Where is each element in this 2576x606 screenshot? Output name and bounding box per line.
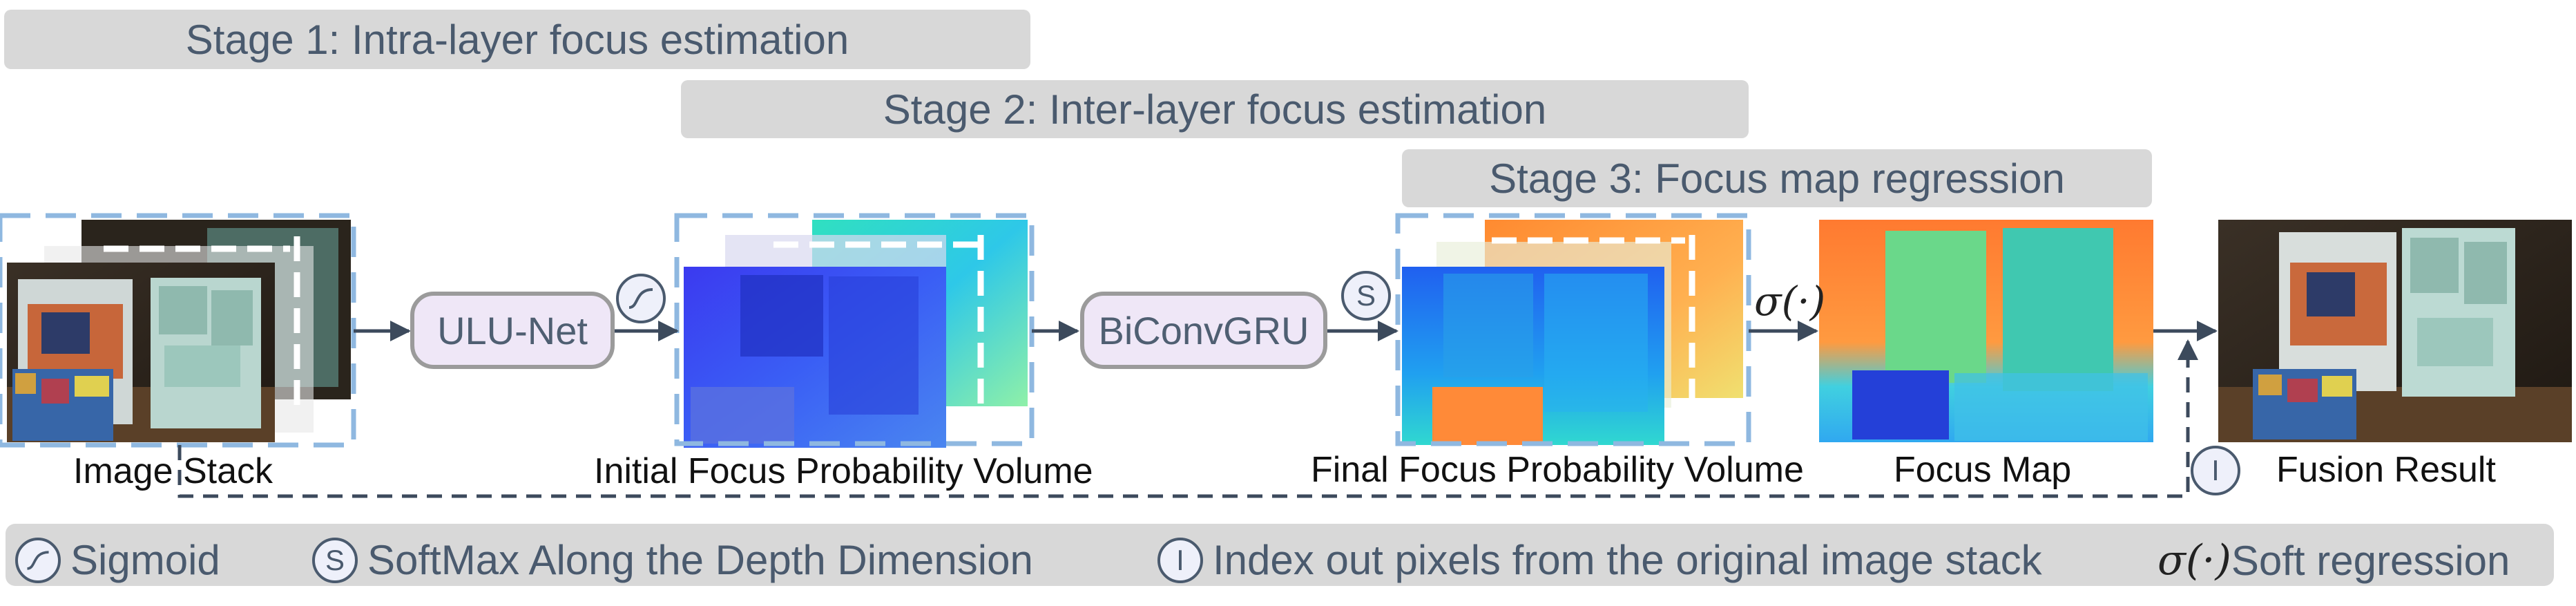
focus-map xyxy=(1819,220,2153,442)
stage2-label: Stage 2: Inter-layer focus estimation xyxy=(883,86,1547,133)
focus-map-label: Focus Map xyxy=(1894,450,2072,490)
fusion-result xyxy=(2218,220,2572,442)
index-symbol: I xyxy=(2211,454,2220,486)
softmax-icon: S xyxy=(312,537,358,583)
sigmoid-icon xyxy=(616,274,666,323)
legend-softmax: S SoftMax Along the Depth Dimension xyxy=(312,536,1033,584)
legend-softmax-symbol: S xyxy=(325,543,345,576)
biconvgru-label: BiConvGRU xyxy=(1098,308,1309,352)
final-volume xyxy=(1395,213,1751,446)
legend-index-label: Index out pixels from the original image… xyxy=(1213,537,2042,583)
ulunet-module: ULU-Net xyxy=(410,292,615,369)
stage1-bar: Stage 1: Intra-layer focus estimation xyxy=(4,10,1030,69)
legend-index-symbol: I xyxy=(1176,543,1184,576)
legend-sigmoid-label: Sigmoid xyxy=(70,537,220,583)
legend-sigma-symbol: σ(·) xyxy=(2157,536,2231,585)
stage3-label: Stage 3: Focus map regression xyxy=(1489,155,2065,202)
softmax-icon: S xyxy=(1341,271,1391,321)
soft-regression-symbol: σ(·) xyxy=(1754,278,1826,325)
index-icon: I xyxy=(1157,537,1203,583)
image-stack xyxy=(0,213,356,448)
fusion-result-label: Fusion Result xyxy=(2276,450,2496,490)
index-icon: I xyxy=(2191,446,2240,495)
stage2-bar: Stage 2: Inter-layer focus estimation xyxy=(681,80,1749,138)
legend-soft-regression: σ(·) Soft regression xyxy=(2157,536,2510,585)
arrow-stack-to-fusion-dashed xyxy=(177,339,2198,498)
legend-soft-regression-label: Soft regression xyxy=(2231,537,2510,584)
image-stack-label: Image Stack xyxy=(73,451,273,491)
legend-bar: Sigmoid S SoftMax Along the Depth Dimens… xyxy=(6,524,2554,586)
flow-arrows xyxy=(177,321,2218,498)
final-volume-label: Final Focus Probability Volume xyxy=(1311,450,1804,490)
sigmoid-icon xyxy=(15,537,61,583)
initial-volume xyxy=(674,213,1035,448)
softmax-symbol: S xyxy=(1356,279,1376,312)
legend-sigmoid: Sigmoid xyxy=(15,536,220,584)
stage3-bar: Stage 3: Focus map regression xyxy=(1402,149,2152,207)
stage1-label: Stage 1: Intra-layer focus estimation xyxy=(185,16,849,63)
ulunet-label: ULU-Net xyxy=(437,308,588,352)
legend-index: I Index out pixels from the original ima… xyxy=(1157,536,2042,584)
initial-volume-label: Initial Focus Probability Volume xyxy=(594,451,1093,491)
legend-softmax-label: SoftMax Along the Depth Dimension xyxy=(367,537,1033,583)
biconvgru-module: BiConvGRU xyxy=(1080,292,1327,369)
